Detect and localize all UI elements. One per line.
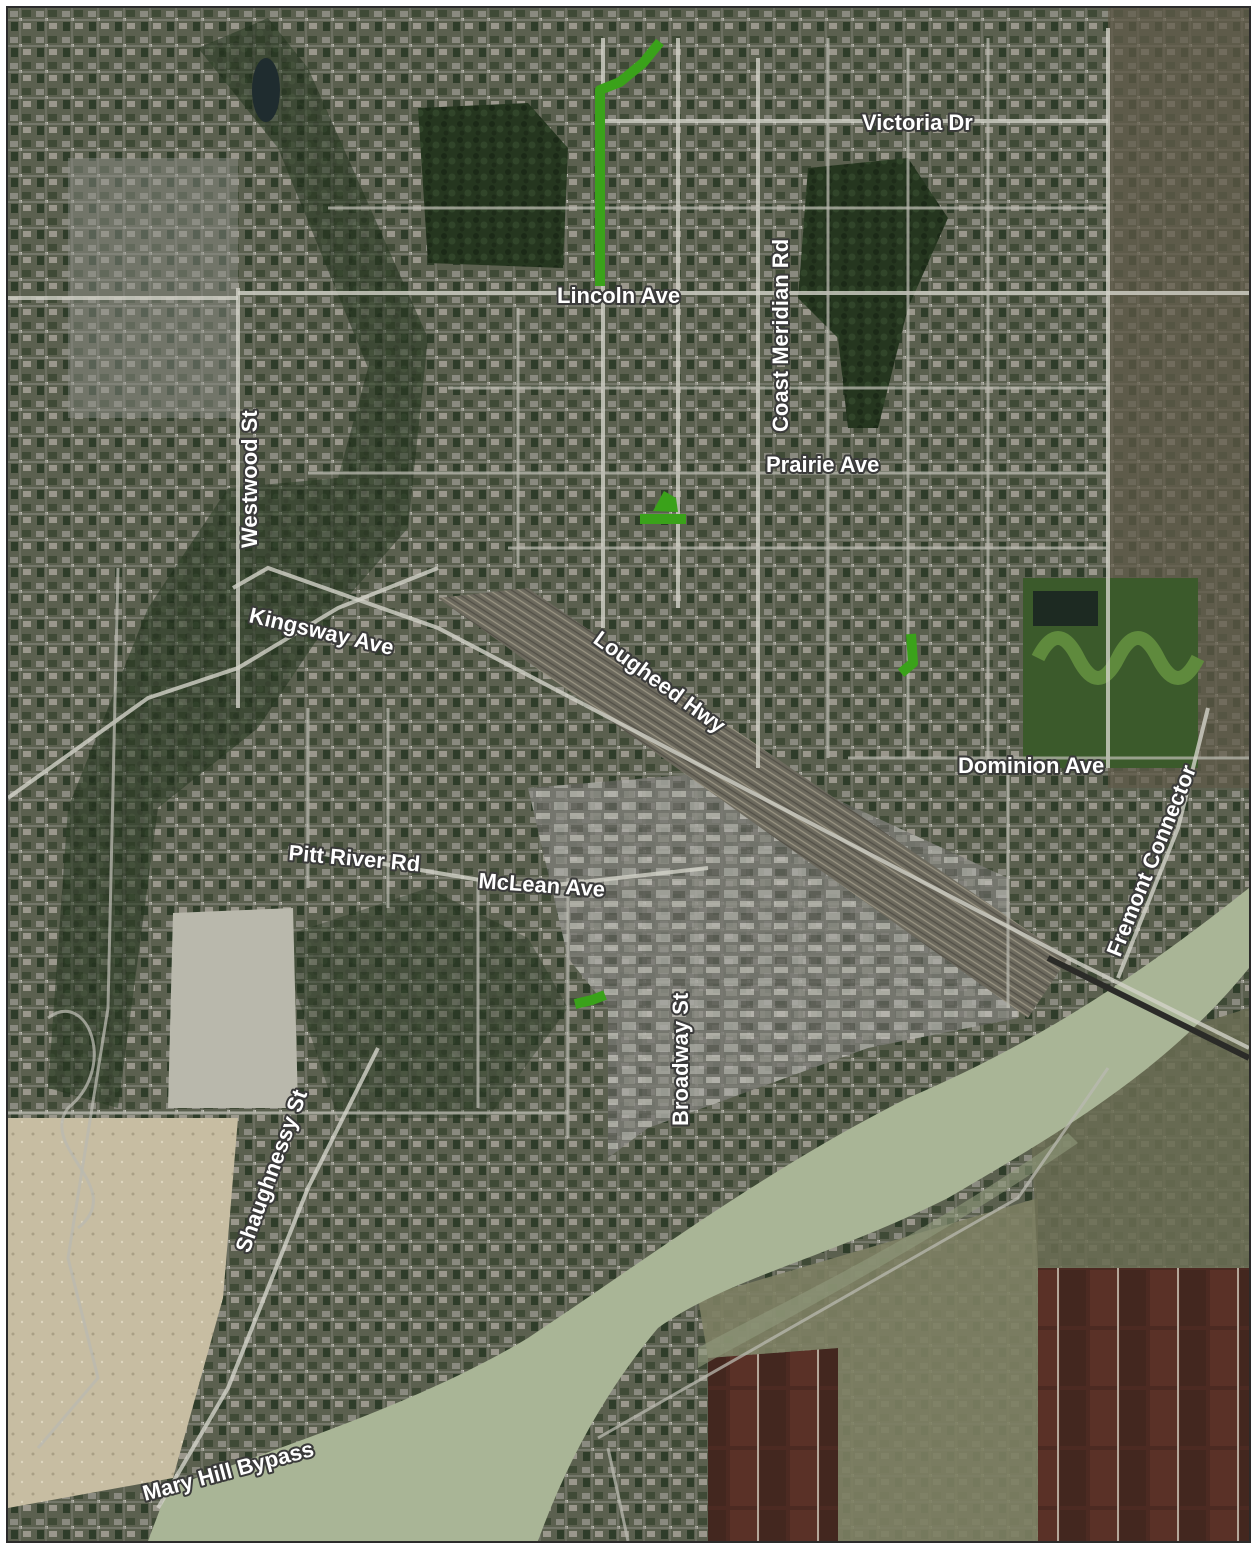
label-westwood-st: Westwood St: [237, 410, 262, 548]
forest-north: [418, 103, 568, 268]
trail-hyde-creek: [595, 38, 664, 286]
downtown-area: [68, 158, 238, 418]
trail-segment-east: [897, 633, 918, 677]
label-coast-meridian-rd: Coast Meridian Rd: [768, 239, 793, 432]
trail-network: [573, 38, 918, 1009]
map-frame: Victoria Dr Lincoln Ave Coast Meridian R…: [6, 6, 1251, 1543]
farmland-west: [708, 1348, 838, 1541]
rural-south: [698, 1198, 1038, 1541]
road-network: [8, 28, 1249, 1541]
rail-yard: [438, 588, 1068, 1018]
golf-fairways: [1031, 631, 1205, 685]
golf-pond: [1033, 591, 1098, 626]
gravel-site: [168, 908, 298, 1108]
trail-area-park: [653, 491, 678, 512]
river-shore-south: [698, 1133, 1078, 1368]
label-dominion-ave: Dominion Ave: [958, 753, 1104, 778]
pond: [252, 58, 280, 122]
label-prairie-ave: Prairie Ave: [766, 452, 879, 477]
sand-flats: [8, 1118, 238, 1508]
label-broadway-st: Broadway St: [668, 992, 693, 1126]
aerial-map[interactable]: Victoria Dr Lincoln Ave Coast Meridian R…: [8, 8, 1249, 1541]
forest-south: [278, 888, 568, 1118]
label-lincoln-ave: Lincoln Ave: [557, 283, 680, 308]
farmland: [1038, 1268, 1249, 1541]
pitt-river-bridge: [1046, 955, 1249, 1061]
trail-segment-south: [573, 990, 607, 1009]
fraser-river: [148, 888, 1249, 1541]
label-victoria-dr: Victoria Dr: [862, 110, 973, 135]
